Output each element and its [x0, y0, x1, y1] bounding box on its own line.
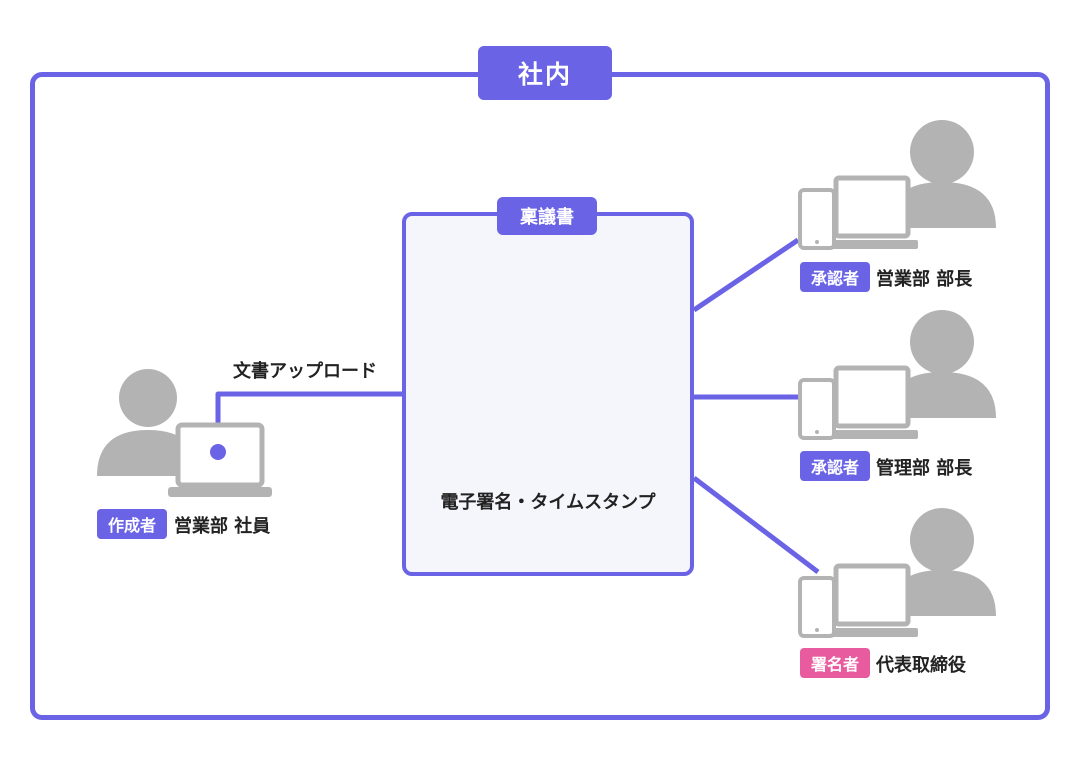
connector-line-approver-1 — [692, 237, 800, 313]
document-title: 稟議書 — [497, 197, 597, 235]
recipient-2-name: 管理部 部長 — [876, 458, 973, 479]
connector-line-signer — [692, 476, 820, 574]
frame-title: 社内 — [478, 46, 612, 100]
recipient-3-role-badge: 署名者 — [800, 648, 870, 678]
upload-start-dot — [210, 444, 226, 460]
document-caption: 電子署名・タイムスタンプ — [440, 492, 656, 513]
recipient-3-name: 代表取締役 — [876, 655, 966, 676]
upload-label: 文書アップロード — [233, 361, 377, 382]
creator-role-badge: 作成者 — [97, 509, 167, 539]
creator-name: 営業部 社員 — [174, 516, 271, 537]
creator-person-icon — [97, 369, 199, 476]
recipient-1-devices-icon — [798, 120, 996, 250]
document-box — [402, 212, 694, 576]
recipient-2-role-badge: 承認者 — [800, 451, 870, 481]
recipient-1-name: 営業部 部長 — [876, 269, 973, 290]
recipient-1-role-badge: 承認者 — [800, 262, 870, 292]
recipient-2-devices-icon — [798, 310, 996, 440]
recipient-3-devices-icon — [798, 508, 996, 638]
